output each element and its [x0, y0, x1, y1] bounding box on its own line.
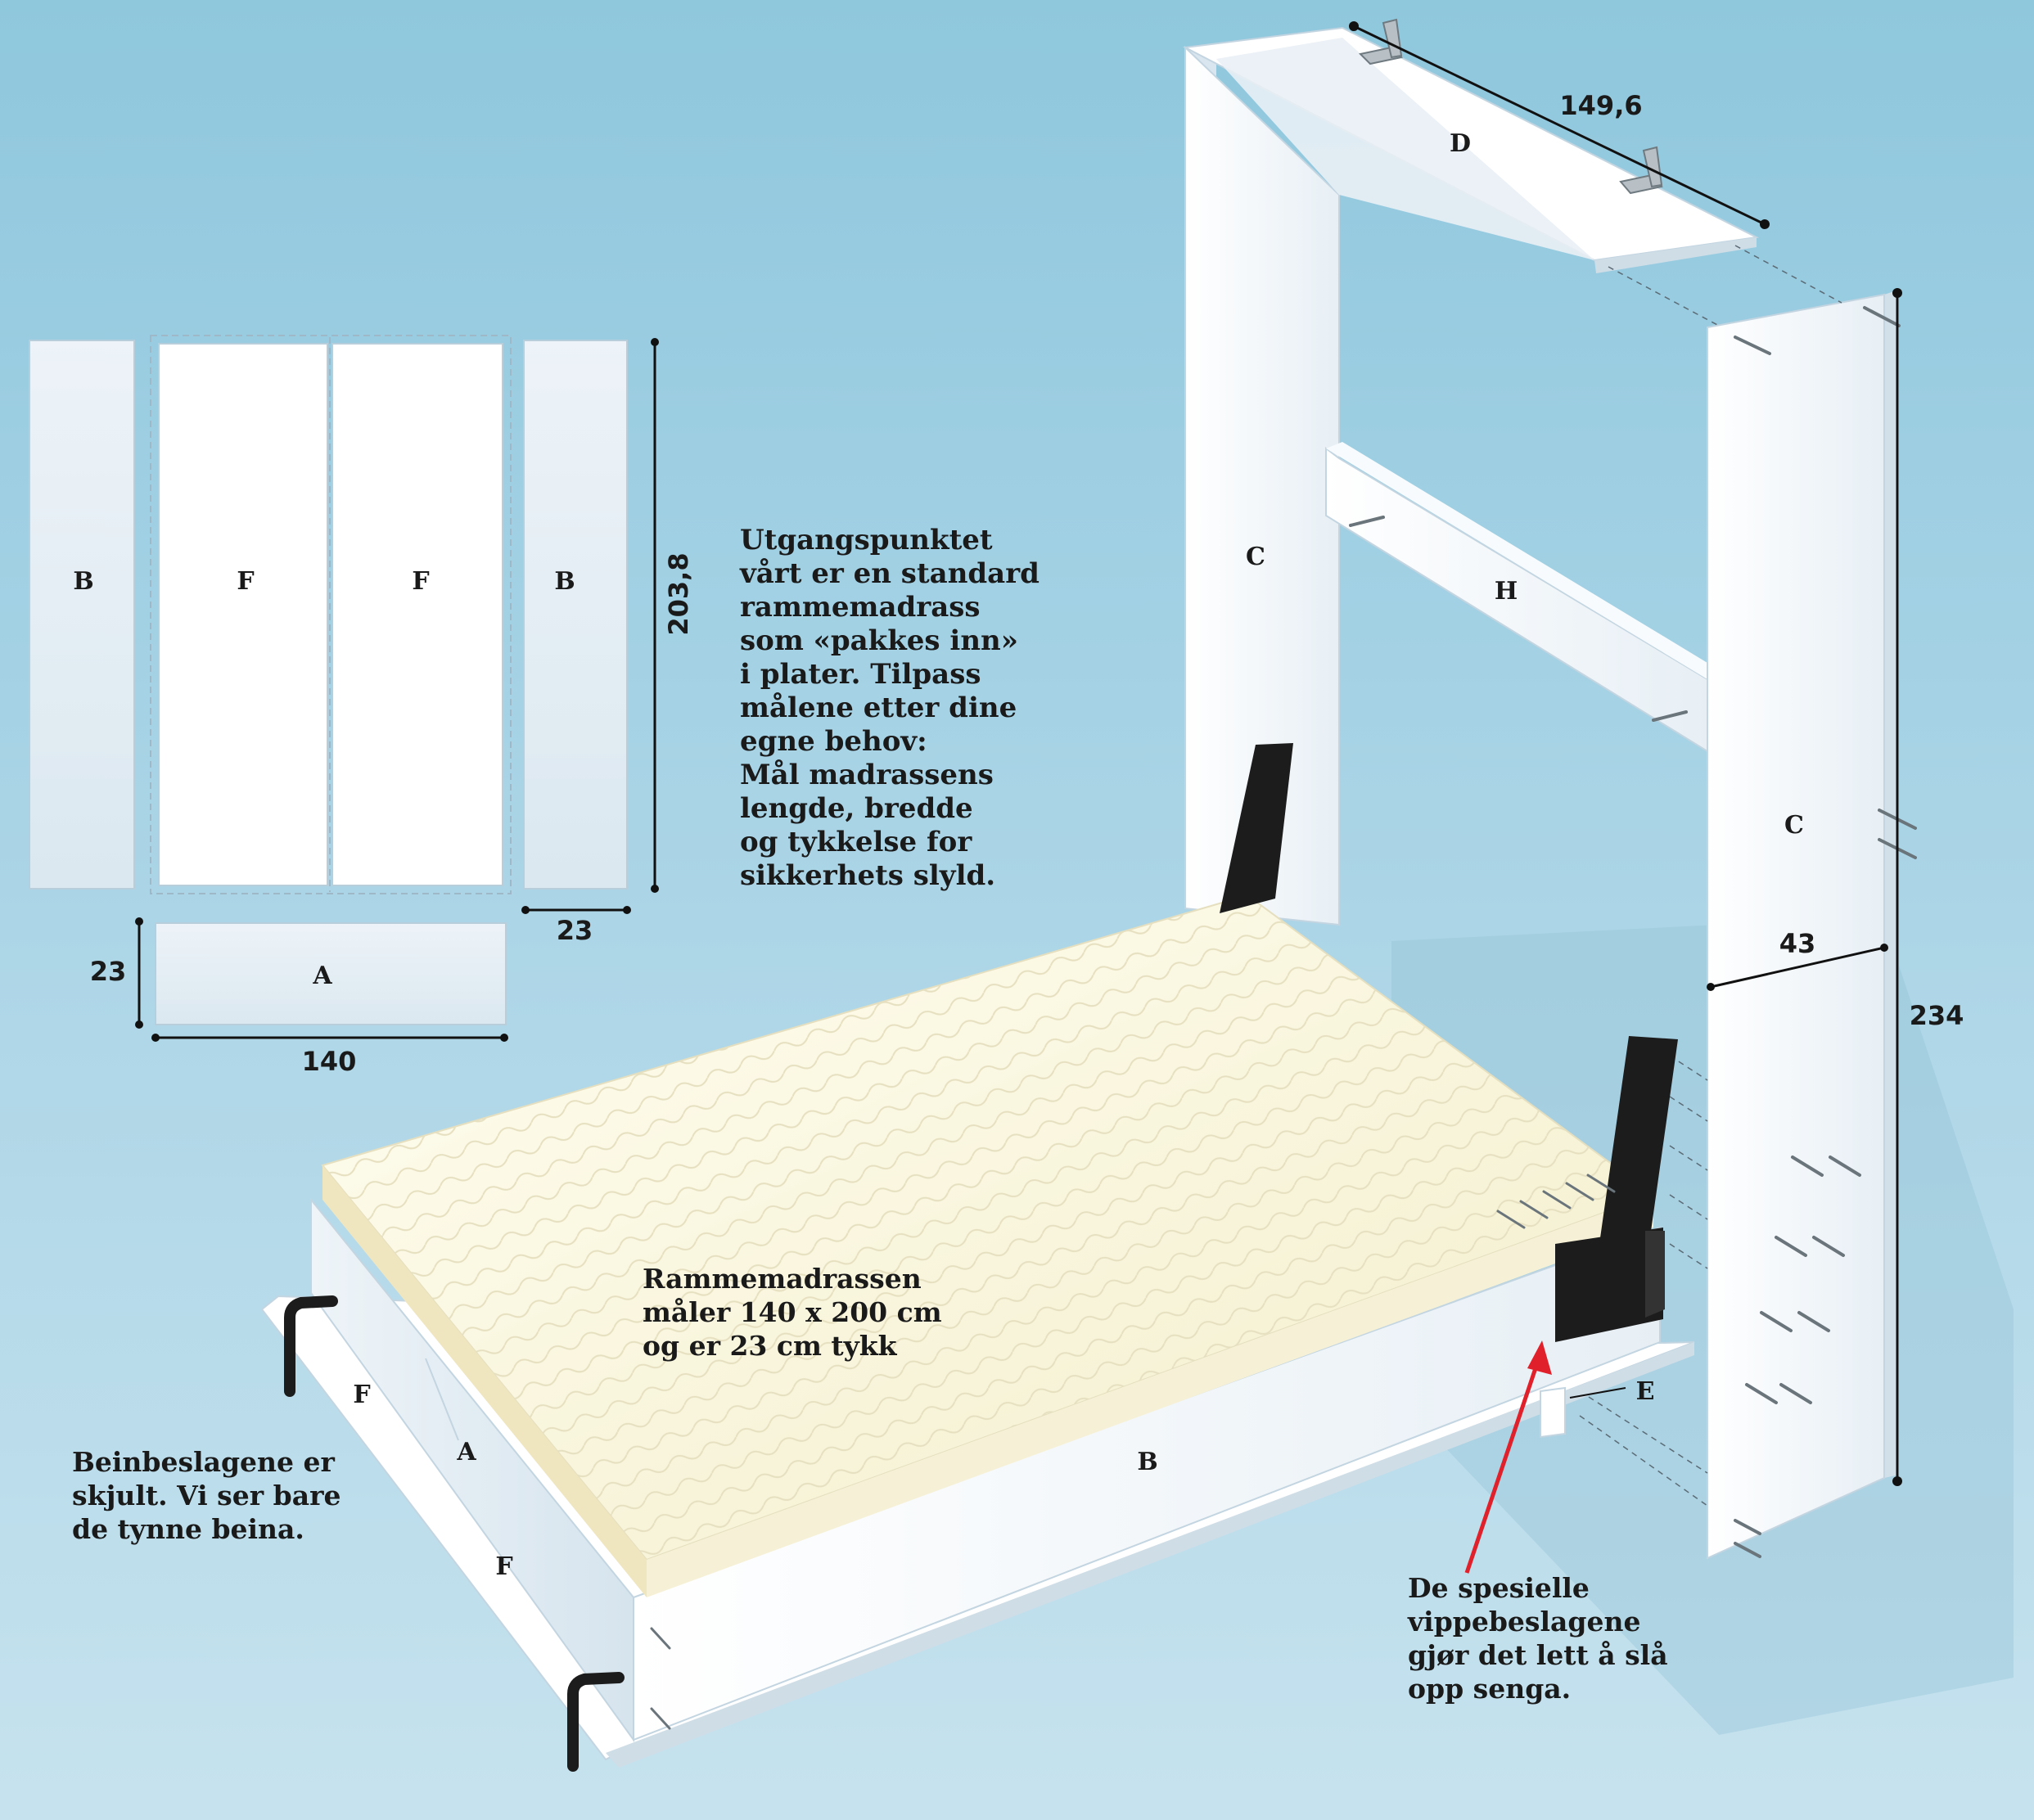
label-c-back: C: [1246, 543, 1265, 571]
mattress-quilting: [322, 895, 1653, 1560]
leg-front: [567, 1672, 625, 1772]
dim-end-height: 23: [90, 956, 127, 987]
label-c-front: C: [1784, 811, 1804, 840]
panel-f-left: [158, 343, 328, 886]
panel-b-right: [523, 340, 628, 890]
flat-layout: B F F B A 203,8 23 23 140: [29, 335, 694, 1077]
upright-c-front: [1707, 293, 1885, 1560]
dim-shelf-length: 149,6: [1559, 90, 1642, 121]
mattress-side-face: [647, 1195, 1653, 1597]
mattress-note: Rammemadrassen måler 140 x 200 cm og er …: [643, 1263, 942, 1362]
upright-c-front-side: [1884, 290, 1899, 1478]
dim-line-depth: [1710, 946, 1885, 989]
shelf-d-underside: [1216, 38, 1594, 260]
flat-dimension-ends: [135, 338, 659, 1042]
tilt-hardware: [1220, 743, 1678, 1342]
intro-note: Utgangspunktet vårt er en standard ramme…: [740, 524, 1040, 892]
upright-c-back: [1184, 45, 1340, 926]
hinge-arrow-shaft: [1464, 1358, 1541, 1574]
label-d: D: [1450, 129, 1471, 158]
dim-line-shelf: [1353, 25, 1766, 226]
label-a-bed: A: [456, 1438, 476, 1466]
label-f-upper: F: [353, 1381, 370, 1409]
dim-upright-depth: 43: [1779, 928, 1816, 959]
label-b-right: B: [554, 567, 575, 596]
bed-base-edge: [606, 1342, 1694, 1768]
label-f-lower: F: [495, 1552, 512, 1581]
dim-end: [1707, 983, 1715, 991]
legs-note: Beinbeslagene er skjult. Vi ser bare de …: [72, 1446, 341, 1545]
dim-end: [1892, 288, 1902, 298]
label-h: H: [1495, 577, 1518, 606]
block-e: [1540, 1386, 1566, 1439]
dim-end: [1349, 21, 1359, 31]
dim-end: [1892, 1476, 1902, 1486]
bed-assembly: F A F B E: [260, 743, 1695, 1772]
label-e: E: [1636, 1377, 1655, 1406]
dim-length: 203,8: [663, 552, 694, 635]
panel-f-outline: [150, 335, 512, 894]
mattress-end-face: [322, 1165, 647, 1597]
label-b-left: B: [73, 567, 93, 596]
bed-end-seam: [425, 1358, 459, 1441]
dim-end-width: 140: [302, 1046, 357, 1077]
leg-back: [284, 1295, 338, 1397]
crossbar-h-top: [1326, 442, 1707, 679]
panel-f-right: [331, 343, 503, 886]
flat-dimension-lines: [138, 342, 656, 1039]
block-e-leader: [1569, 1387, 1626, 1399]
label-a: A: [312, 962, 332, 990]
shelf-d-edge: [1594, 237, 1757, 273]
panel-a: [155, 922, 507, 1025]
alignment-dashes: [1579, 245, 1842, 1507]
hinge-screws: [650, 1174, 1616, 1730]
dim-end: [1880, 944, 1888, 952]
label-b-bed: B: [1137, 1448, 1157, 1476]
panel-b-left: [29, 340, 135, 890]
label-f-right: F: [412, 567, 429, 596]
label-f-left: F: [237, 567, 254, 596]
hinge-arrow-head: [1527, 1340, 1552, 1375]
dim-end: [1760, 219, 1770, 229]
hinge-note: De spesielle vippebeslagene gjør det let…: [1408, 1572, 1668, 1705]
dim-upright-height: 234: [1910, 1000, 1964, 1031]
dim-side-width: 23: [557, 915, 593, 946]
